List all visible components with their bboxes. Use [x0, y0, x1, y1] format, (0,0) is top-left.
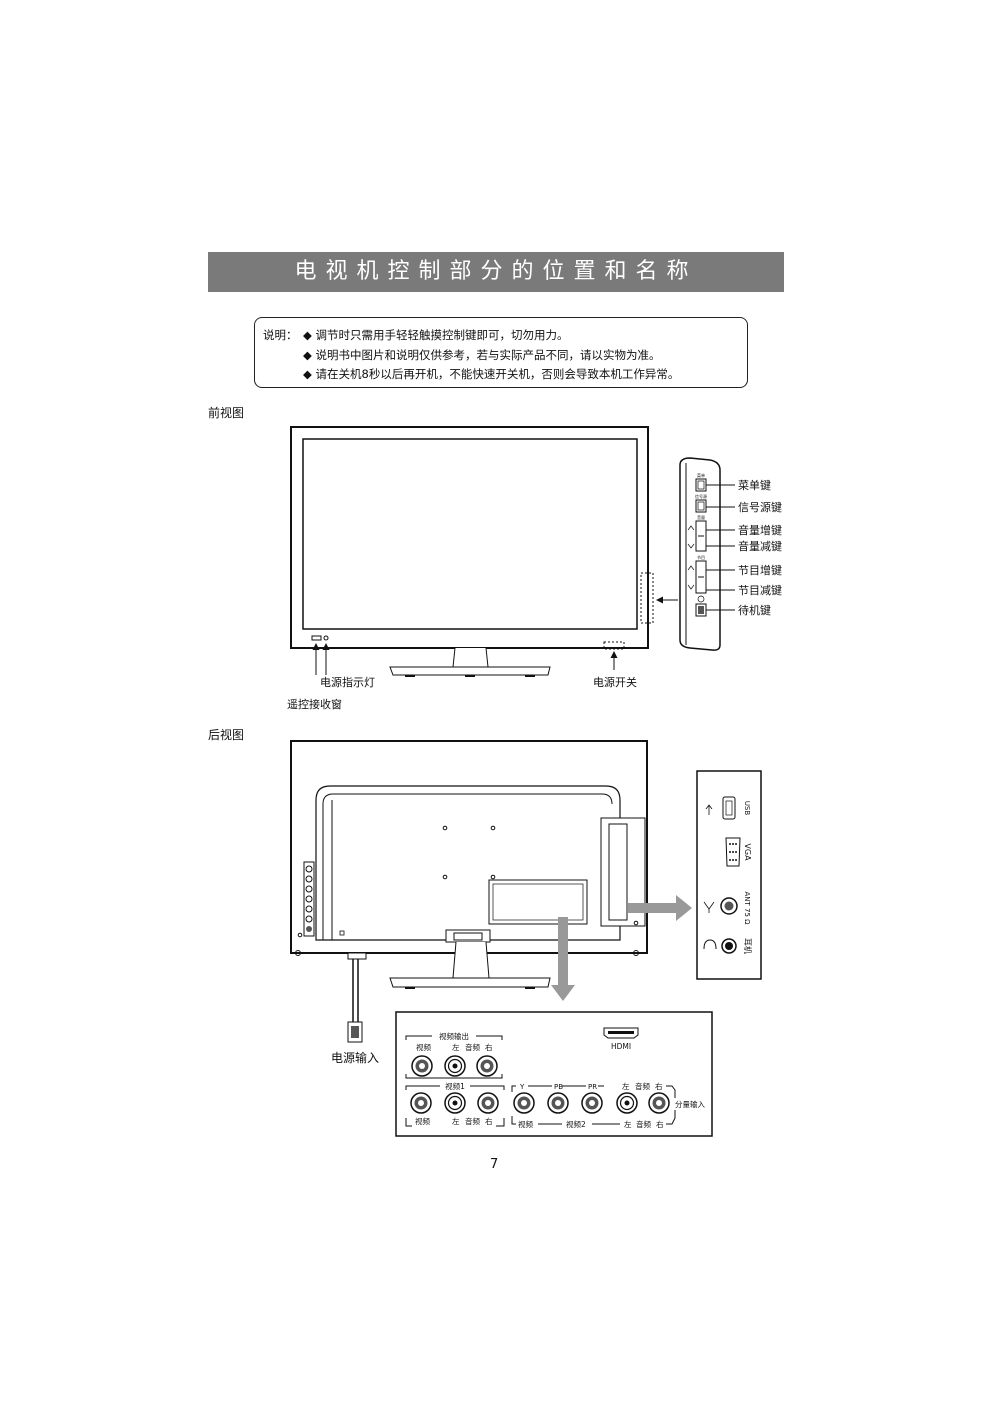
rear-view-label: 后视图 [208, 728, 245, 742]
panel-text-channel: 节目 [697, 555, 705, 560]
label-ch-down-key: 节目减键 [738, 583, 782, 597]
video1-right: 右 [485, 1116, 493, 1126]
video-out-left: 左 [452, 1042, 460, 1052]
video-out-video: 视频 [416, 1042, 431, 1052]
video-out-right: 右 [485, 1042, 493, 1052]
label-vol-up-key: 音量增键 [738, 523, 782, 537]
label-power-input: 电源输入 [331, 1050, 379, 1065]
video1-video: 视频 [415, 1116, 430, 1126]
video1-audio: 音频 [465, 1116, 480, 1126]
front-view-label: 前视图 [208, 406, 245, 420]
callout-arrow-right [628, 895, 692, 921]
component-input-label: 分量输入 [675, 1099, 705, 1109]
label-menu-key: 菜单键 [738, 478, 771, 492]
rear-side-port-panel: USB VGA ANT 75 Ω 耳机 [696, 770, 762, 980]
video2-right: 右 [656, 1119, 664, 1129]
tv-front [290, 426, 654, 677]
side-control-panel: 菜单 信号源 音量 节目 [679, 457, 721, 651]
comp-audio: 音频 [635, 1081, 650, 1091]
label-power-indicator: 电源指示灯 [320, 675, 375, 689]
video2-left: 左 [624, 1119, 632, 1129]
tv-rear [290, 740, 648, 1043]
video2-audio: 音频 [636, 1119, 651, 1129]
rear-bottom-port-panel: 视频输出 视频 左 音频 右 HDMI 视频1 视频 左 音频 右 Y PB P… [395, 1011, 713, 1137]
video-out-title: 视频输出 [439, 1031, 469, 1041]
page-number: 7 [490, 1157, 499, 1172]
comp-pb: PB [554, 1083, 563, 1091]
note-line-2: ◆ 说明书中图片和说明仅供参考，若与实际产品不同，请以实物为准。 [303, 348, 661, 362]
note-line-3: ◆ 请在关机8秒以后再开机，不能快速开关机，否则会导致本机工作异常。 [303, 367, 680, 381]
video2-video: 视频 [518, 1119, 533, 1129]
label-remote-receiver: 遥控接收窗 [287, 697, 342, 711]
port-label-vga: VGA [743, 843, 752, 861]
page-title: 电视机控制部分的位置和名称 [208, 252, 784, 292]
label-source-key: 信号源键 [738, 500, 782, 514]
label-vol-down-key: 音量减键 [738, 539, 782, 553]
callout-arrow-down [551, 917, 575, 1001]
video-out-audio: 音频 [465, 1042, 480, 1052]
label-power-switch: 电源开关 [593, 675, 637, 689]
panel-text-menu: 菜单 [697, 472, 705, 478]
port-label-ant: ANT 75 Ω [743, 891, 751, 925]
comp-left: 左 [622, 1081, 630, 1091]
label-ch-up-key: 节目增键 [738, 563, 782, 577]
video1-title: 视频1 [445, 1081, 465, 1091]
port-label-usb: USB [743, 801, 751, 816]
hdmi-label: HDMI [611, 1042, 631, 1051]
comp-right: 右 [655, 1081, 663, 1091]
comp-y: Y [519, 1083, 525, 1091]
label-standby-key: 待机键 [738, 603, 771, 617]
panel-text-volume: 音量 [697, 514, 705, 520]
panel-text-source: 信号源 [695, 493, 707, 499]
notes-label: 说明： [263, 328, 298, 342]
comp-pr: PR [588, 1083, 597, 1091]
note-line-1: ◆ 调节时只需用手轻轻触摸控制键即可，切勿用力。 [303, 328, 569, 342]
video1-left: 左 [452, 1116, 460, 1126]
notes-box: 说明： ◆ 调节时只需用手轻轻触摸控制键即可，切勿用力。 ◆ 说明书中图片和说明… [254, 317, 748, 388]
video2-title: 视频2 [566, 1119, 586, 1129]
port-label-earphone: 耳机 [743, 938, 753, 954]
